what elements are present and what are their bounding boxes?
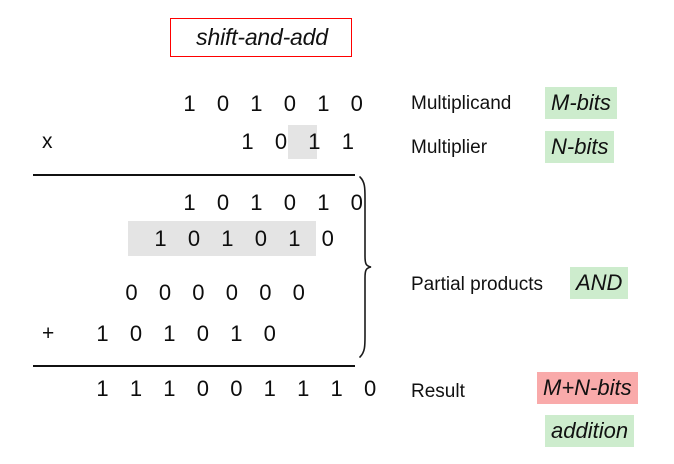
partial-product-row: 1 0 1 0 1 0 bbox=[146, 222, 342, 256]
digit: 1 bbox=[288, 226, 301, 251]
digit: 1 bbox=[250, 190, 263, 215]
digit: 0 bbox=[192, 280, 205, 305]
partial-products-badge: AND bbox=[570, 267, 629, 299]
multiplicand-row: 1 0 1 0 1 0 bbox=[175, 87, 371, 121]
result-rule bbox=[33, 365, 355, 367]
digit: 0 bbox=[225, 280, 238, 305]
digit: 0 bbox=[283, 91, 296, 116]
digit: 1 bbox=[230, 321, 243, 346]
digit: 1 bbox=[96, 321, 109, 346]
multiplier-badge: N-bits bbox=[545, 131, 615, 163]
digit: 1 bbox=[341, 129, 354, 154]
digit: 0 bbox=[350, 91, 363, 116]
partial-product-row: 1 0 1 0 1 0 bbox=[175, 186, 371, 220]
digit: 0 bbox=[230, 376, 243, 401]
digit: 1 bbox=[163, 376, 176, 401]
multiplier-row: 1 0 1 1 bbox=[233, 125, 362, 159]
digit: 1 bbox=[163, 321, 176, 346]
partial-products-label: Partial products bbox=[411, 274, 544, 295]
digit: 1 bbox=[317, 190, 330, 215]
digit: 0 bbox=[187, 226, 201, 251]
title-box: shift-and-add bbox=[170, 18, 352, 57]
digit: 1 bbox=[330, 376, 343, 401]
digit: 1 bbox=[317, 91, 330, 116]
digit: 0 bbox=[350, 190, 363, 215]
digit: 0 bbox=[196, 321, 209, 346]
digit: 0 bbox=[364, 376, 377, 401]
multiplicand-label: Multiplicand bbox=[411, 93, 512, 114]
digit: 0 bbox=[292, 280, 305, 305]
digit: 0 bbox=[129, 321, 143, 346]
digit: 1 bbox=[183, 91, 196, 116]
add-operator: + bbox=[42, 322, 55, 345]
digit: 1 bbox=[96, 376, 109, 401]
digit: 0 bbox=[259, 280, 272, 305]
digit: 0 bbox=[125, 280, 138, 305]
digit: 0 bbox=[274, 129, 288, 154]
digit: 0 bbox=[321, 226, 334, 251]
multiply-operator: x bbox=[42, 130, 53, 153]
digit: 0 bbox=[263, 321, 276, 346]
digit: 0 bbox=[283, 190, 296, 215]
digit: 0 bbox=[216, 190, 230, 215]
digit: 1 bbox=[297, 376, 310, 401]
digit: 0 bbox=[254, 226, 267, 251]
digit: 0 bbox=[196, 376, 209, 401]
digit: 1 bbox=[129, 376, 143, 401]
digit: 1 bbox=[221, 226, 234, 251]
digit: 1 bbox=[154, 226, 167, 251]
digit: 1 bbox=[308, 129, 321, 154]
digit: 1 bbox=[250, 91, 263, 116]
partial-product-row: 1 0 1 0 1 0 bbox=[88, 317, 284, 351]
partial-product-row: 0 0 0 0 0 0 bbox=[117, 276, 313, 310]
result-width-badge: M+N-bits bbox=[537, 372, 638, 404]
result-label: Result bbox=[411, 381, 465, 402]
multiplier-label: Multiplier bbox=[411, 137, 488, 158]
multiplicand-badge: M-bits bbox=[545, 87, 617, 119]
result-operation-badge: addition bbox=[545, 415, 635, 447]
digit: 0 bbox=[158, 280, 172, 305]
digit: 0 bbox=[216, 91, 230, 116]
digit: 1 bbox=[183, 190, 196, 215]
title-label: shift-and-add bbox=[196, 24, 328, 50]
digit: 1 bbox=[263, 376, 276, 401]
multiplier-bit-highlight bbox=[288, 125, 317, 159]
operand-rule bbox=[33, 174, 355, 176]
partial-product-row-highlight bbox=[128, 221, 316, 256]
partial-products-brace bbox=[359, 176, 372, 358]
result-row: 1 1 1 0 0 1 1 1 0 bbox=[88, 372, 385, 406]
digit: 1 bbox=[241, 129, 254, 154]
